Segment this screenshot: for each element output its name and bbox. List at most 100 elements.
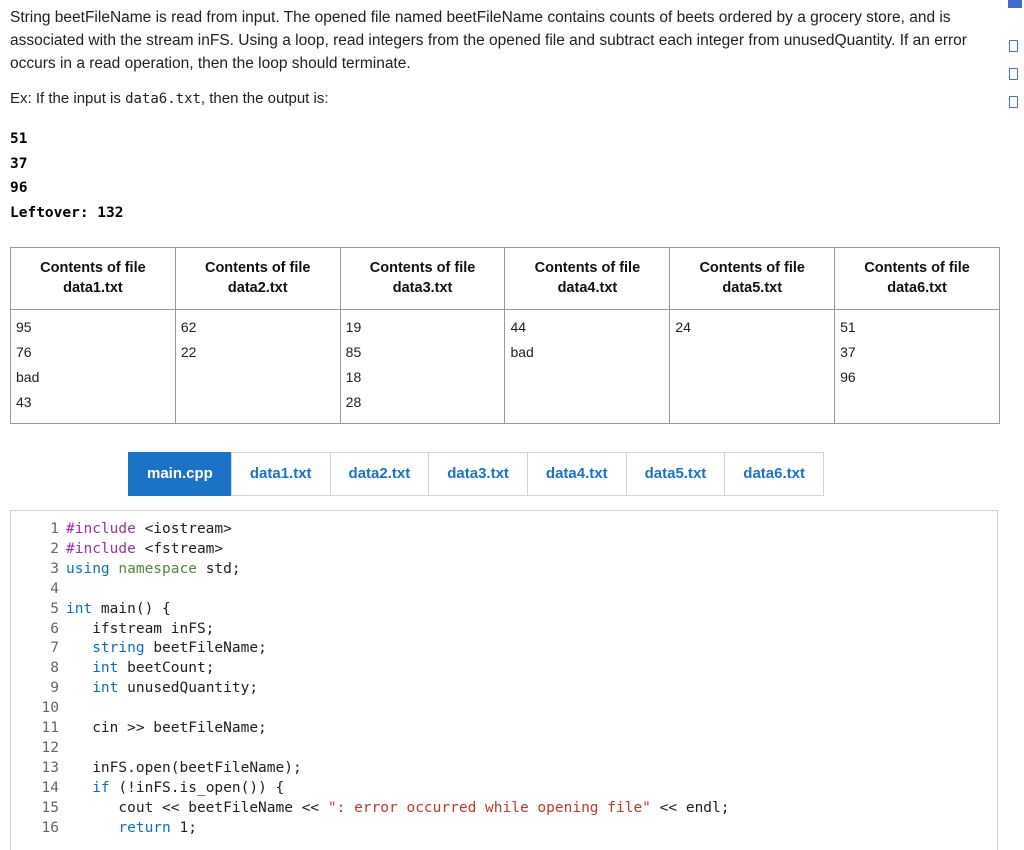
file-value: 62 [180,319,197,335]
code-lines[interactable]: #include <iostream> #include <fstream> usi… [66,520,997,839]
code-line: cin >> beetFileName; [66,720,267,737]
file-value: 24 [675,319,691,335]
line-number: 9 [50,680,59,697]
column-header-data1: Contents of file data1.txt [10,247,176,310]
code-line: using namespace std; [66,560,241,577]
header-file-name: data4.txt [557,280,618,296]
output-line: Leftover: 132 [10,204,124,221]
file-value: 51 [840,319,856,335]
cell-data1: 95 76 bad 43 [10,309,176,424]
code-line: #include <fstream> [66,540,224,557]
tab-data6[interactable]: data6.txt [724,452,824,496]
column-header-data6: Contents of file data6.txt [834,247,1000,310]
cell-data5: 24 [669,309,836,424]
line-number: 15 [41,799,59,816]
code-line: string beetFileName; [92,640,267,657]
column-header-data2: Contents of file data2.txt [174,247,341,310]
code-line: if (!inFS.is_open()) { [92,779,285,796]
line-number: 7 [50,640,59,657]
file-value: bad [16,369,40,385]
line-number: 11 [41,720,59,737]
file-value: 43 [16,394,32,410]
code-line: cout << beetFileName << ": error occurre… [66,799,730,816]
code-line [66,699,997,719]
tab-data2[interactable]: data2.txt [329,452,429,496]
line-number: 12 [41,739,59,756]
header-file-name: data2.txt [227,280,288,296]
tab-data3[interactable]: data3.txt [428,452,527,496]
code-editor[interactable]: 1 2 3 4 5 6 7 8 9 10 11 12 13 14 15 16 #… [10,510,998,850]
cell-data3: 19 85 18 28 [339,309,506,424]
expected-output: 51 37 96 Leftover: 132 [10,127,1024,225]
line-number: 3 [50,560,59,577]
code-line: int main() { [66,600,171,617]
file-value: 19 [345,319,362,335]
rail-marker-icon[interactable] [1009,40,1018,52]
problem-statement: String beetFileName is read from input. … [0,0,1015,111]
line-number-gutter: 1 2 3 4 5 6 7 8 9 10 11 12 13 14 15 16 [11,520,66,839]
file-value: 85 [345,344,362,360]
header-file-name: data6.txt [887,280,947,296]
file-value: 28 [345,394,362,410]
column-header-data4: Contents of file data4.txt [504,247,671,310]
tab-data1[interactable]: data1.txt [230,452,330,496]
file-tabs[interactable]: main.cpp data1.txt data2.txt data3.txt d… [128,452,1024,496]
header-line-1: Contents of file [864,260,970,276]
line-number: 1 [50,521,59,537]
example-file: data6.txt [125,91,201,107]
line-number: 13 [41,759,59,776]
line-number: 6 [50,620,59,637]
output-line: 37 [10,155,28,172]
code-line: int unusedQuantity; [92,680,259,697]
scroll-up-marker[interactable] [1008,0,1022,8]
line-number: 4 [50,580,59,597]
file-value: 44 [510,319,527,335]
code-line: #include <iostream> [66,521,232,537]
column-header-data3: Contents of file data3.txt [339,247,506,310]
line-number: 16 [41,819,59,836]
cell-data6: 51 37 96 [834,309,1000,424]
header-line-1: Contents of file [534,260,641,276]
example-prefix: Ex: If the input is [10,90,126,107]
line-number: 2 [50,540,59,557]
header-line-1: Contents of file [40,260,146,276]
header-file-name: data5.txt [722,280,783,296]
right-rail [1000,0,1024,825]
line-number: 14 [41,779,59,796]
output-line: 51 [10,131,28,147]
column-header-data5: Contents of file data5.txt [669,247,836,310]
tab-main-cpp[interactable]: main.cpp [128,452,231,496]
cell-data4: 44 bad [504,309,671,424]
file-value: 18 [345,369,362,385]
tab-data4[interactable]: data4.txt [526,452,626,496]
header-file-name: data1.txt [63,280,123,296]
code-line: return 1; [118,819,197,836]
tab-data5[interactable]: data5.txt [625,452,725,496]
file-value: 76 [16,344,32,360]
file-value: bad [510,344,534,360]
code-line [66,739,997,759]
line-number: 8 [50,660,59,677]
file-value: 95 [16,319,32,335]
file-value: 96 [840,369,856,385]
example-line: Ex: If the input is data6.txt, then the … [10,87,985,111]
code-line: ifstream inFS; [66,620,215,637]
table-header-row: Contents of file data1.txt Contents of f… [10,247,1000,310]
file-contents-table: Contents of file data1.txt Contents of f… [10,247,1000,424]
rail-marker-icon[interactable] [1009,68,1018,80]
header-file-name: data3.txt [392,280,453,296]
header-line-1: Contents of file [369,260,476,276]
line-number: 10 [41,700,59,717]
table-row: 95 76 bad 43 62 22 19 85 18 28 44 ba [10,309,1000,424]
header-line-1: Contents of file [204,260,311,276]
code-line: int beetCount; [92,660,215,677]
example-suffix: , then the output is: [200,90,329,107]
code-line: inFS.open(beetFileName); [66,759,302,776]
problem-paragraph: String beetFileName is read from input. … [10,9,967,72]
output-line: 96 [10,180,28,196]
file-value: 22 [180,344,197,360]
cell-data2: 62 22 [174,309,341,424]
rail-marker-icon[interactable] [1009,96,1018,108]
file-value: 37 [840,344,856,360]
